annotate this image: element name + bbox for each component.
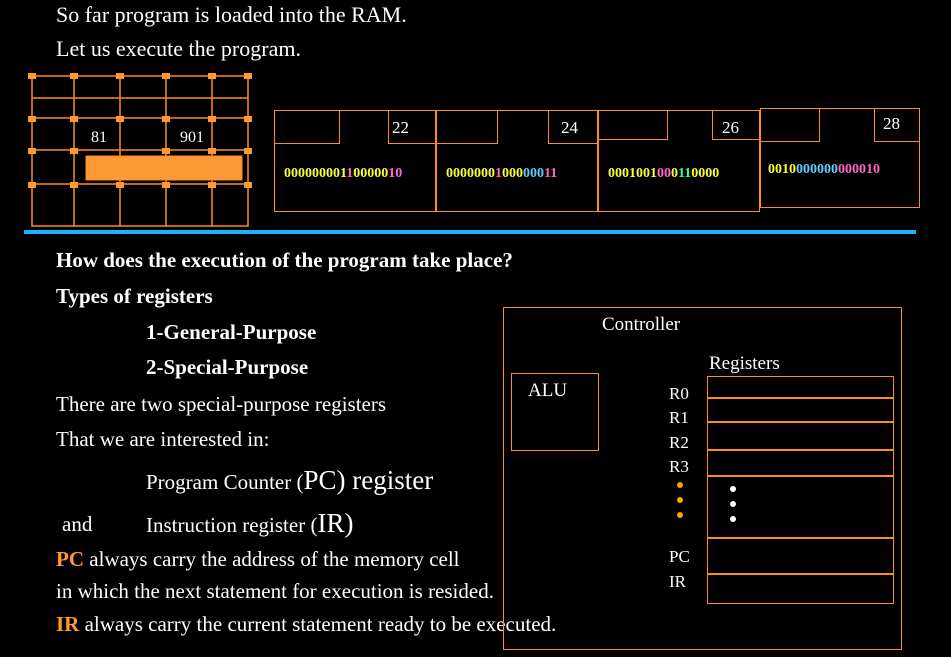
memory-cell-inner-box <box>712 110 760 140</box>
memory-cell-28 <box>760 108 920 208</box>
reg-label-r0: R0 <box>669 384 689 403</box>
pc-desc-abbr: PC <box>56 547 84 571</box>
register-r2 <box>707 422 894 450</box>
bit-segment: 0010 <box>768 162 796 177</box>
pc-desc-text: always carry the address of the memory c… <box>84 547 460 571</box>
bit-segment: 1 <box>346 166 354 181</box>
ellipsis-dot <box>730 501 736 507</box>
memory-bits-24: 0000000100000011 <box>446 166 557 182</box>
bit-segment: 000 <box>523 166 544 181</box>
type-general-purpose: 1-General-Purpose <box>146 320 317 344</box>
reg-label-r2: R2 <box>669 433 689 452</box>
controller-label: Controller <box>602 314 681 335</box>
memory-cell-22 <box>274 110 436 212</box>
memory-address-26: 26 <box>722 118 739 137</box>
ellipsis-dot <box>677 512 683 518</box>
memory-cell-26 <box>598 110 760 212</box>
bit-segment: 000000001 <box>284 166 347 181</box>
bit-segment: 11 <box>544 166 558 181</box>
memory-cell-inner-box <box>436 110 498 144</box>
bit-segment: 000000 <box>796 162 838 177</box>
pc-abbr: PC <box>303 465 337 495</box>
memory-bits-22: 00000000110000010 <box>284 166 402 182</box>
register-r1 <box>707 398 894 422</box>
memory-bits-28: 0010000000000010 <box>768 162 880 178</box>
reg-label-ir: IR <box>669 572 686 591</box>
bit-segment: 1 <box>495 166 502 181</box>
ram-cell-81: 81 <box>91 129 107 146</box>
interested-line: That we are interested in: <box>56 427 270 451</box>
bit-segment: 00000 <box>353 166 389 181</box>
ir-abbr: IR <box>317 508 345 538</box>
bit-segment: 00 <box>657 166 671 181</box>
memory-address-22: 22 <box>392 118 409 137</box>
register-pc <box>707 538 894 574</box>
bit-segment: 11 <box>678 166 692 181</box>
pc-prefix: Program Counter ( <box>146 470 304 494</box>
pc-suffix: ) register <box>336 465 434 495</box>
and-word: and <box>62 512 93 536</box>
ellipsis-dot <box>677 482 683 488</box>
bit-segment: 000010 <box>838 162 880 177</box>
cpu-box <box>503 307 902 650</box>
question-heading: How does the execution of the program ta… <box>56 248 513 272</box>
reg-label-r1: R1 <box>669 408 689 427</box>
ir-suffix: ) <box>344 508 354 538</box>
ir-prefix: Instruction register ( <box>146 513 318 537</box>
register-more <box>707 476 894 538</box>
bit-segment: 0000 <box>691 166 720 181</box>
types-heading: Types of registers <box>56 284 213 308</box>
reg-label-r3: R3 <box>669 457 689 476</box>
memory-cell-inner-box <box>388 110 436 144</box>
pc-description-2: in which the next statement for executio… <box>56 579 494 603</box>
ram-grid-diagram <box>28 73 252 227</box>
bit-segment: 000 <box>502 166 523 181</box>
memory-cell-inner-box <box>274 110 340 144</box>
pc-description: PC always carry the address of the memor… <box>56 547 460 572</box>
ellipsis-dot <box>730 486 736 492</box>
memory-cell-inner-box <box>760 108 820 142</box>
ir-description: IR always carry the current statement re… <box>56 612 556 637</box>
alu-label: ALU <box>528 380 568 401</box>
intro-line-2: Let us execute the program. <box>56 36 301 61</box>
bit-segment: 0001001 <box>608 166 657 181</box>
alu-box <box>511 373 599 451</box>
memory-cell-inner-box <box>548 110 598 144</box>
register-r3 <box>707 450 894 476</box>
bit-segment: 0000000 <box>446 166 495 181</box>
intro-line-1: So far program is loaded into the RAM. <box>56 2 407 27</box>
type-special-purpose: 2-Special-Purpose <box>146 355 309 379</box>
ir-desc-text: always carry the current statement ready… <box>79 612 557 636</box>
bit-segment: 0 <box>671 166 678 181</box>
memory-address-24: 24 <box>561 118 578 137</box>
register-ir <box>707 574 894 604</box>
section-divider <box>24 230 916 234</box>
memory-address-28: 28 <box>883 114 900 133</box>
memory-bits-26: 0001001000110000 <box>608 166 719 182</box>
bit-segment: 10 <box>388 166 403 181</box>
memory-cell-24 <box>436 110 598 212</box>
reg-label-pc: PC <box>669 547 690 566</box>
memory-cell-inner-box <box>874 108 920 142</box>
memory-cell-inner-box <box>598 110 668 140</box>
special-registers-line: There are two special-purpose registers <box>56 392 387 416</box>
ellipsis-dot <box>677 497 683 503</box>
ram-cell-901: 901 <box>180 129 204 146</box>
registers-title: Registers <box>709 353 780 374</box>
pc-register-line: Program Counter (PC) register <box>146 465 433 496</box>
register-r0 <box>707 376 894 398</box>
ir-desc-abbr: IR <box>56 612 80 636</box>
ir-register-line: Instruction register (IR) <box>146 508 353 539</box>
ellipsis-dot <box>730 516 736 522</box>
